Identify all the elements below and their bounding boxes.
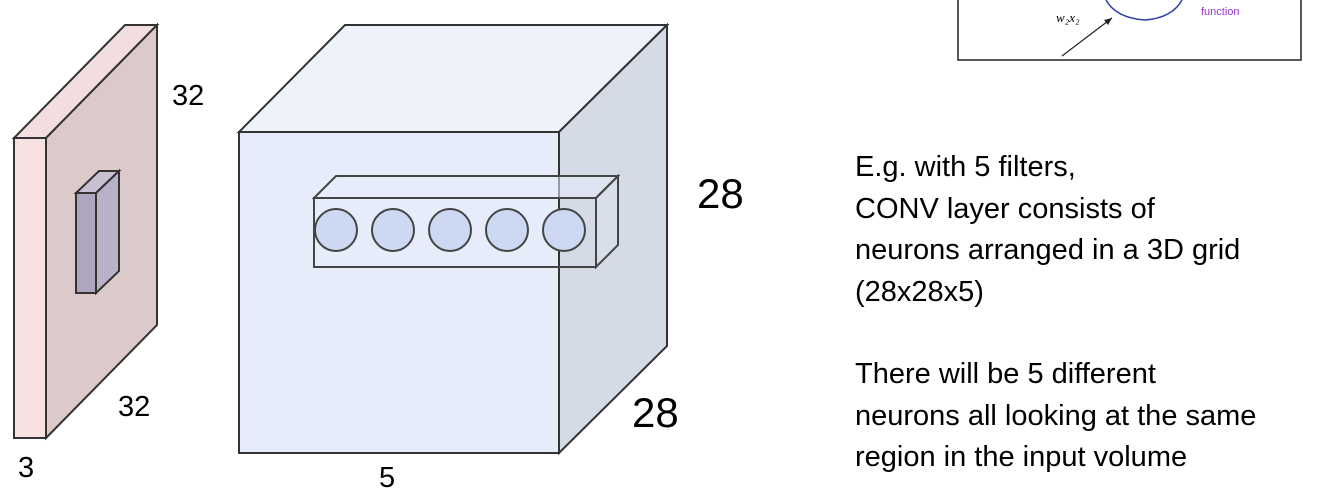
description-line: (28x28x5) [855, 275, 984, 308]
neuron-2 [371, 208, 415, 252]
output-depth-label: 5 [379, 462, 395, 494]
description-line: neurons arranged in a 3D grid [855, 234, 1241, 266]
output-volume-front-face [238, 131, 560, 454]
receptive-field-front [75, 192, 97, 294]
description-line: CONV layer consists of [855, 192, 1155, 225]
input-depth-label: 3 [18, 452, 34, 484]
neuron-inset-function-label: function [1201, 6, 1240, 18]
input-volume-front-face [13, 137, 47, 439]
neuron-1 [314, 208, 358, 252]
neuron-row-top [311, 175, 621, 199]
neuron-3 [428, 208, 472, 252]
neuron-row [311, 173, 621, 270]
description-line: neurons all looking at the same [855, 399, 1257, 432]
neuron-inset: w₂x₂ function [957, 0, 1302, 61]
input-height-label: 32 [172, 80, 204, 112]
description-paragraph-1: E.g. with 5 filters, CONV layer consists… [855, 147, 1330, 313]
neuron-4 [485, 208, 529, 252]
neuron-inset-input-arrow [1061, 17, 1113, 57]
neuron-inset-arrowhead [1104, 18, 1112, 25]
input-volume [11, 22, 160, 441]
neuron-5 [542, 208, 586, 252]
neuron-inset-input-label: w₂x₂ [1056, 10, 1080, 25]
input-width-label: 32 [118, 391, 150, 423]
description-line: E.g. with 5 filters, [855, 151, 1076, 183]
output-height-label: 28 [697, 170, 744, 217]
output-width-label: 28 [632, 389, 679, 436]
receptive-field-side [95, 168, 120, 296]
description-paragraph-2: There will be 5 different neurons all lo… [855, 354, 1330, 479]
description-line: region in the input volume [855, 441, 1188, 473]
description-line: There will be 5 different [855, 358, 1156, 390]
neuron-inset-frame [957, 0, 1302, 61]
neuron-inset-cell-arc [1105, 0, 1183, 21]
neuron-row-front [313, 197, 597, 268]
